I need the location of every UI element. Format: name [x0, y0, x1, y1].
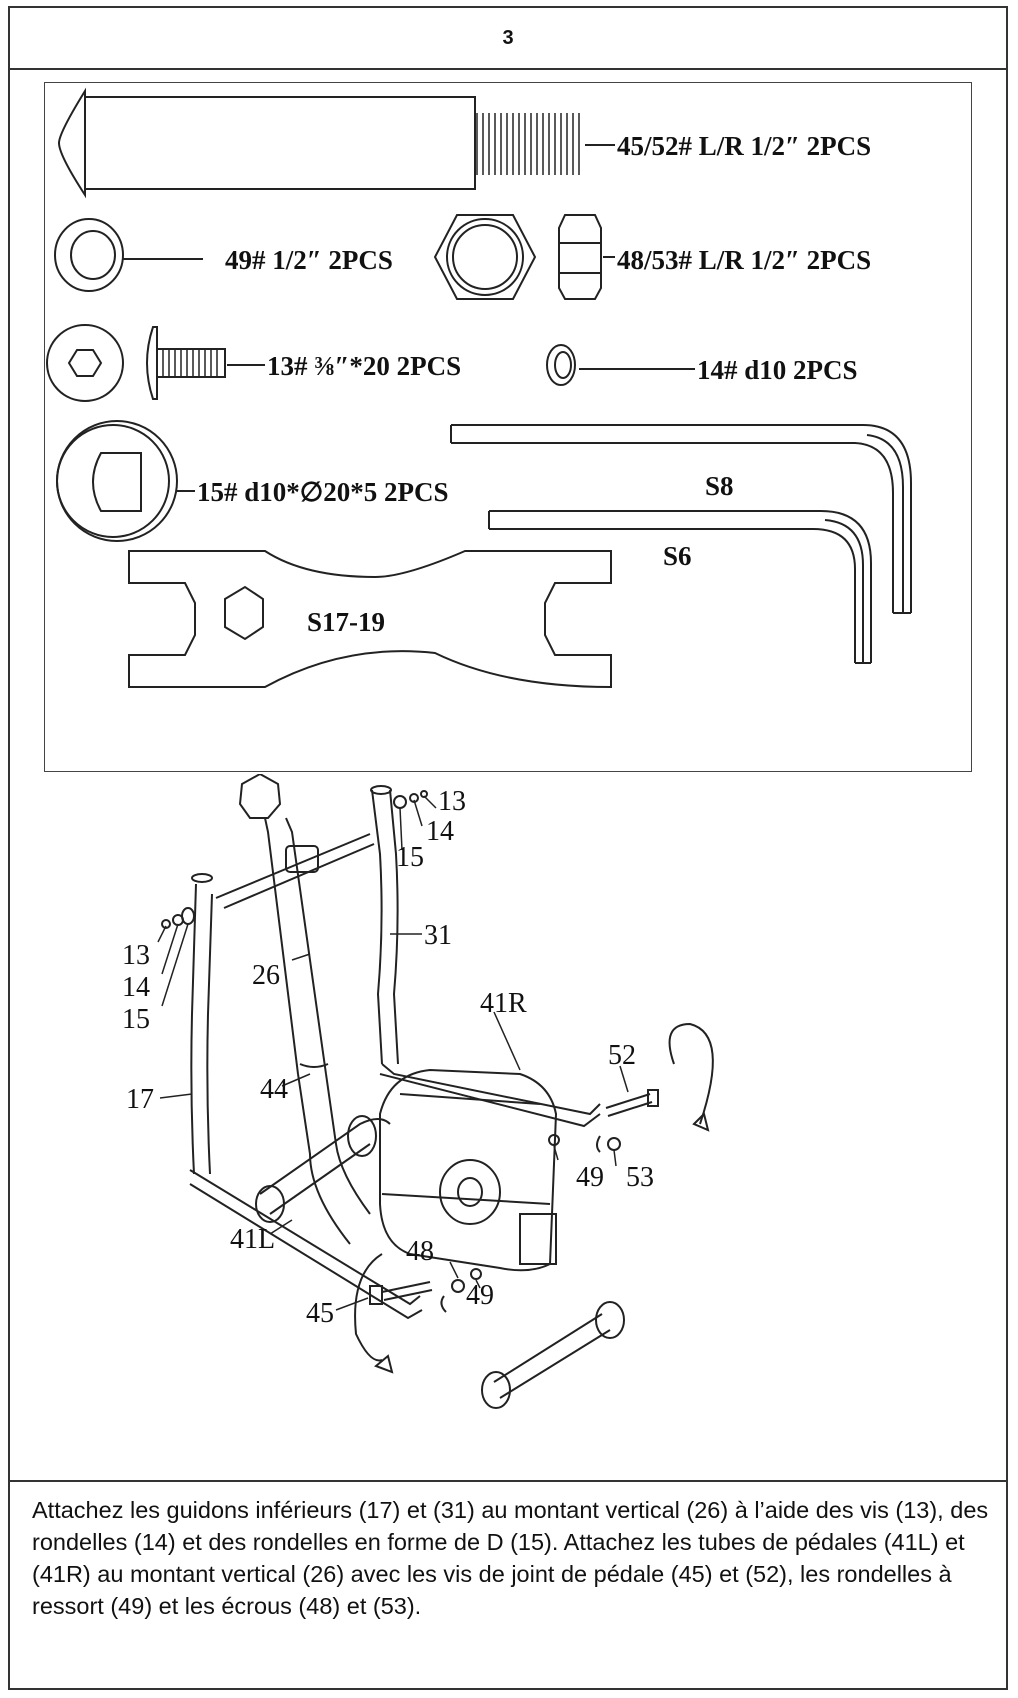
handlebar-axle-icon: [215, 833, 375, 909]
spring-washer-right-icon: [596, 1135, 601, 1153]
screw-13-icon: [146, 326, 265, 400]
nut-48-53-icon: [558, 214, 615, 300]
callout-52: 52: [608, 1040, 636, 1071]
spring-washer-49-icon: [54, 218, 203, 292]
step-frame: 3 45/52# L/R 1/2″ 2PCS 49# 1/2″ 2PCS: [8, 6, 1008, 1690]
nut-48-icon: [451, 1279, 465, 1293]
callout-15-right: 15: [396, 842, 424, 873]
rear-stabilizer-icon: [481, 1301, 625, 1409]
nut-48-53-label: 48/53# L/R 1/2″ 2PCS: [617, 245, 871, 275]
allen-key-s8-icon: [450, 424, 912, 614]
washer-14-label: 14# d10 2PCS: [697, 355, 858, 385]
pedal-tube-41l-icon: [189, 1169, 423, 1320]
flywheel-housing-icon: [379, 1068, 558, 1272]
allen-key-s8-label: S8: [705, 471, 734, 501]
spring-washer-left-icon: [440, 1295, 447, 1313]
allen-key-s6-icon: [488, 510, 872, 664]
washer-15-left-icon: [181, 907, 195, 925]
hex-nut-icon: [433, 214, 537, 300]
washer-15-label: 15# d10*∅20*5 2PCS: [197, 477, 449, 507]
console-bracket-icon: [238, 774, 282, 819]
callout-13-left: 13: [122, 940, 150, 971]
callout-14-right: 14: [426, 816, 454, 847]
assembly-diagram: 13 14 15 31 13 14 15 26 41R 52 17 44 53 …: [10, 774, 1006, 1474]
callout-45: 45: [306, 1298, 334, 1329]
flat-washer-hex-icon: [46, 324, 124, 402]
allen-key-s6-label: S6: [663, 541, 692, 571]
hardware-parts-panel: 45/52# L/R 1/2″ 2PCS 49# 1/2″ 2PCS: [44, 82, 972, 772]
bolt-45-52-icon: [57, 87, 615, 199]
lower-handlebar-17-icon: [190, 873, 213, 1175]
callout-44: 44: [260, 1074, 288, 1105]
screw-13-label: 13# ⅜″*20 2PCS: [267, 351, 461, 381]
washer-15-right-icon: [393, 795, 407, 809]
bolt-45-52-label: 45/52# L/R 1/2″ 2PCS: [617, 131, 871, 161]
washer-49-label: 49# 1/2″ 2PCS: [225, 245, 393, 275]
callout-41l: 41L: [230, 1224, 275, 1255]
vertical-post-26-icon: [264, 817, 371, 1245]
callout-13-right: 13: [438, 786, 466, 817]
screw-13-left-icon: [161, 919, 171, 929]
callout-26: 26: [252, 960, 280, 991]
step-number: 3: [10, 8, 1006, 70]
d-washer-15-icon: [56, 420, 195, 542]
callout-14-left: 14: [122, 972, 150, 1003]
callout-15-left: 15: [122, 1004, 150, 1035]
callout-17: 17: [126, 1084, 154, 1115]
callout-31: 31: [424, 920, 452, 951]
hardware-diagram: 45/52# L/R 1/2″ 2PCS 49# 1/2″ 2PCS: [46, 87, 912, 689]
callout-53: 53: [626, 1162, 654, 1193]
pedal-bolt-52-icon: [605, 1022, 714, 1132]
nut-53-icon: [607, 1137, 621, 1151]
spring-washer-49-right-icon: [548, 1134, 560, 1146]
callout-41r: 41R: [480, 988, 527, 1019]
callout-49-left: 49: [466, 1280, 494, 1311]
spring-washer-49-left-icon: [470, 1268, 482, 1280]
instructions-divider: [10, 1480, 1006, 1482]
callout-48: 48: [406, 1236, 434, 1267]
assembly-instructions: Attachez les guidons inférieurs (17) et …: [32, 1497, 989, 1619]
spring-washer-14-icon: [546, 344, 695, 386]
pedal-bolt-45-icon: [354, 1253, 433, 1374]
lower-handlebar-31-icon: [370, 785, 601, 1128]
frame-base-icon: [255, 1115, 391, 1223]
callout-49-right: 49: [576, 1162, 604, 1193]
wrench-label: S17-19: [307, 607, 385, 637]
wrench-s17-19-icon: [128, 550, 612, 689]
